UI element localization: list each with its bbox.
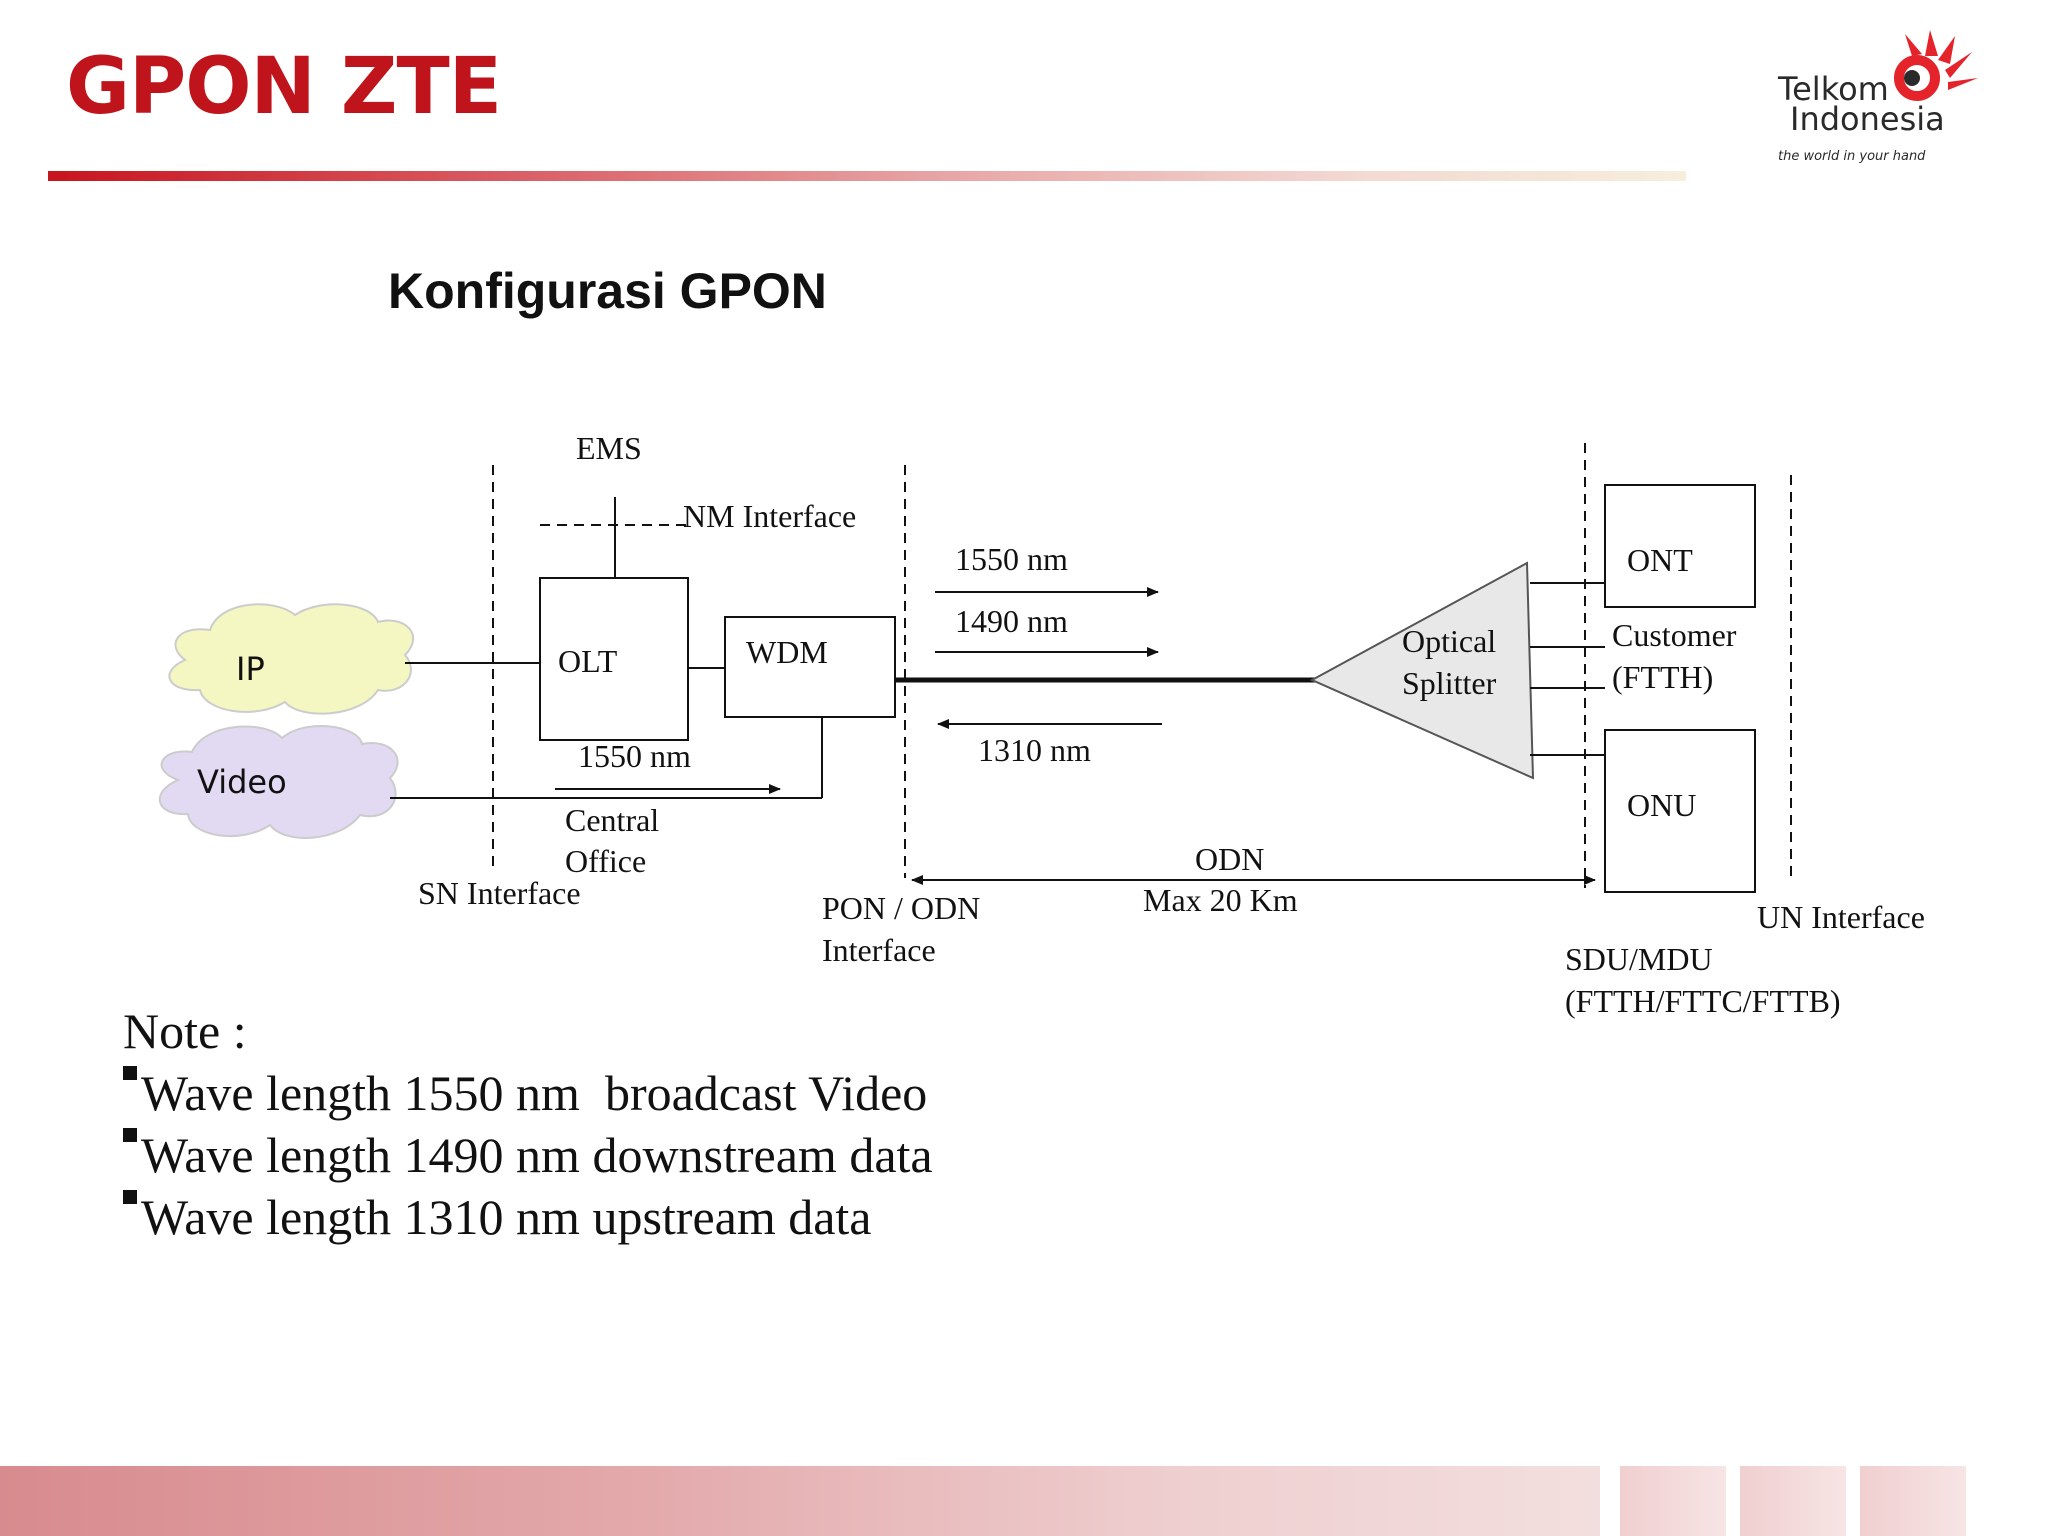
onu-label: ONU bbox=[1627, 787, 1696, 823]
bullet-icon bbox=[123, 1190, 137, 1204]
note-item: Wave length 1310 nm upstream data bbox=[123, 1186, 933, 1248]
diagram-title: Konfigurasi GPON bbox=[388, 263, 827, 319]
note-text: Wave length 1550 nm broadcast Video bbox=[141, 1065, 928, 1121]
gpon-diagram: EMS NM Interface IP Video OLT WDM 1550 n… bbox=[158, 430, 1925, 1019]
notes-block: Note : Wave length 1550 nm broadcast Vid… bbox=[123, 1000, 933, 1248]
logo-tagline: the world in your hand bbox=[1778, 149, 1926, 164]
footer-band bbox=[0, 1466, 1600, 1536]
splitter-label-2: Splitter bbox=[1402, 665, 1497, 701]
footer-block bbox=[1620, 1466, 1726, 1536]
downstream-1550-label: 1550 nm bbox=[955, 541, 1068, 577]
central-office-label-1: Central bbox=[565, 802, 659, 838]
ont-label: ONT bbox=[1627, 542, 1693, 578]
ems-label: EMS bbox=[576, 430, 642, 466]
logo-line2: Indonesia bbox=[1790, 100, 1945, 138]
ont-box bbox=[1604, 484, 1756, 608]
title-underline bbox=[48, 171, 1686, 181]
bullet-icon bbox=[123, 1066, 137, 1080]
pon-odn-interface-label-2: Interface bbox=[822, 932, 936, 968]
odn-distance-label: Max 20 Km bbox=[1143, 882, 1298, 918]
upstream-1310-label: 1310 nm bbox=[978, 732, 1091, 768]
notes-heading: Note : bbox=[123, 1003, 247, 1059]
video-1550-label: 1550 nm bbox=[578, 738, 691, 774]
customer-label-2: (FTTH) bbox=[1612, 659, 1713, 695]
onu-box bbox=[1604, 729, 1756, 893]
pon-odn-interface-label-1: PON / ODN bbox=[822, 890, 980, 926]
sn-interface-label: SN Interface bbox=[418, 875, 581, 911]
central-office-label-2: Office bbox=[565, 843, 646, 879]
wdm-label: WDM bbox=[746, 634, 828, 670]
odn-label: ODN bbox=[1195, 841, 1264, 877]
bullet-icon bbox=[123, 1128, 137, 1142]
footer-block bbox=[1860, 1466, 1966, 1536]
slide-title: GPON ZTE bbox=[66, 42, 502, 132]
ip-label: IP bbox=[236, 650, 265, 688]
splitter-label-1: Optical bbox=[1402, 623, 1496, 659]
olt-label: OLT bbox=[558, 643, 618, 679]
video-label: Video bbox=[197, 763, 287, 801]
telkom-hand-icon bbox=[1894, 30, 1978, 101]
video-cloud: Video bbox=[158, 725, 399, 839]
sdu-mdu-label-2: (FTTH/FTTC/FTTB) bbox=[1565, 983, 1841, 1019]
note-text: Wave length 1310 nm upstream data bbox=[141, 1189, 872, 1245]
olt-box bbox=[539, 577, 689, 741]
nm-interface-label: NM Interface bbox=[683, 498, 856, 534]
wdm-box bbox=[724, 616, 896, 718]
sdu-mdu-label-1: SDU/MDU bbox=[1565, 941, 1713, 977]
logo-line1: Telkom bbox=[1777, 70, 1889, 108]
ip-cloud: IP bbox=[168, 603, 415, 715]
telkom-logo: Telkom Indonesia the world in your hand bbox=[1777, 30, 1978, 164]
footer-block bbox=[1740, 1466, 1846, 1536]
un-interface-label: UN Interface bbox=[1757, 899, 1925, 935]
downstream-1490-label: 1490 nm bbox=[955, 603, 1068, 639]
note-item: Wave length 1490 nm downstream data bbox=[123, 1124, 933, 1186]
customer-label-1: Customer bbox=[1612, 617, 1737, 653]
note-text: Wave length 1490 nm downstream data bbox=[141, 1127, 933, 1183]
note-item: Wave length 1550 nm broadcast Video bbox=[123, 1062, 933, 1124]
optical-splitter bbox=[1309, 561, 1535, 780]
